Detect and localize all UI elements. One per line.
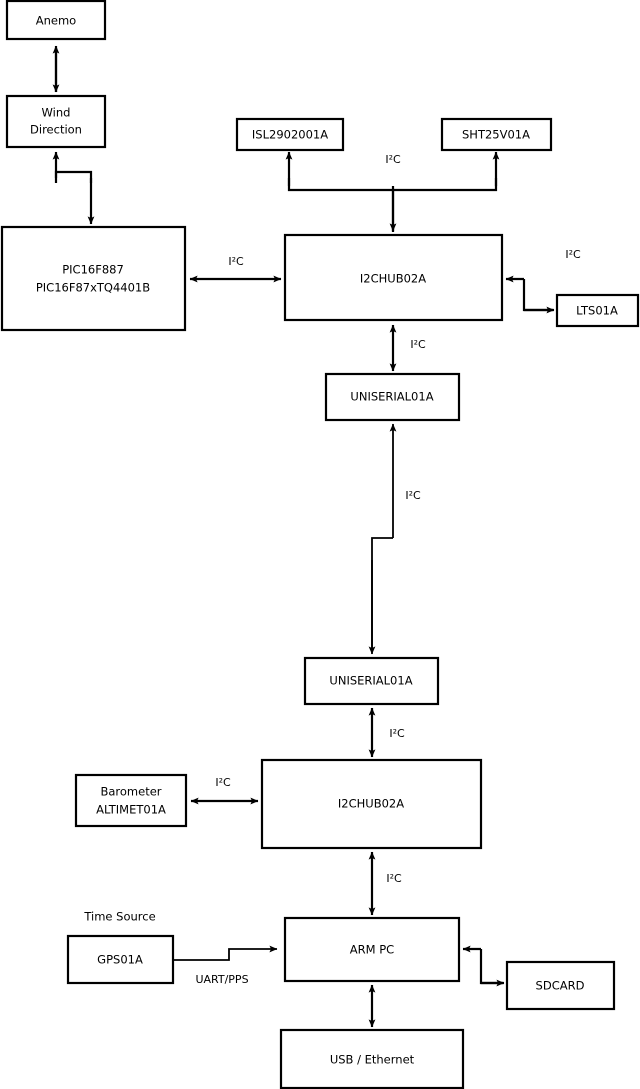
node-label-line2: ALTIMET01A bbox=[96, 803, 166, 817]
edge-label-uniserial-hub: I²C bbox=[389, 727, 405, 740]
node-label: UNISERIAL01A bbox=[329, 674, 412, 688]
node-sdcard[interactable]: SDCARD bbox=[505, 960, 616, 1011]
edge-elbow-path bbox=[479, 949, 503, 985]
edge-uniserial-uniserial bbox=[368, 423, 397, 655]
node-label: I2CHUB02A bbox=[360, 272, 426, 286]
node-uniserial01a-top[interactable]: UNISERIAL01A bbox=[324, 372, 461, 422]
edge-bus-left bbox=[287, 178, 395, 232]
edge-label-gps-armpc: UART/PPS bbox=[195, 973, 248, 986]
node-box[interactable] bbox=[283, 233, 504, 322]
edge-bus-right bbox=[393, 178, 498, 192]
edge-elbow-path bbox=[54, 170, 93, 183]
node-box[interactable] bbox=[303, 656, 440, 706]
node-label-line1: Wind bbox=[42, 106, 71, 120]
edge-label-hub-armpc: I²C bbox=[386, 872, 402, 885]
edge-label-hub-lts: I²C bbox=[565, 248, 581, 261]
node-gps01a[interactable]: GPS01A bbox=[66, 934, 175, 985]
node-lts01a[interactable]: LTS01A bbox=[555, 293, 640, 328]
node-i2chub02a-top[interactable]: I2CHUB02A bbox=[283, 233, 504, 322]
edge-elbow-path bbox=[173, 945, 278, 961]
node-barometer[interactable]: Barometer ALTIMET01A bbox=[74, 773, 188, 828]
edge-label-barometer-hub: I²C bbox=[215, 776, 231, 789]
edge-hubtop-sensors bbox=[285, 151, 500, 232]
node-box[interactable] bbox=[283, 916, 461, 983]
node-uniserial01a-bottom[interactable]: UNISERIAL01A bbox=[303, 656, 440, 706]
node-arm-pc[interactable]: ARM PC bbox=[283, 916, 461, 983]
edge-label-sensor-bus: I²C bbox=[385, 153, 401, 166]
node-box[interactable] bbox=[324, 372, 461, 422]
edge-label-uniserial-link: I²C bbox=[405, 489, 421, 502]
edge-elbow-path bbox=[371, 537, 393, 651]
node-sht25v01a[interactable]: SHT25V01A bbox=[440, 117, 553, 152]
edge-wind-pic bbox=[52, 151, 95, 225]
node-isl2902001a[interactable]: ISL2902001A bbox=[235, 117, 345, 152]
node-label: UNISERIAL01A bbox=[350, 390, 433, 404]
node-box[interactable] bbox=[5, 0, 107, 41]
node-box[interactable] bbox=[235, 117, 345, 152]
node-box[interactable] bbox=[440, 117, 553, 152]
node-label: GPS01A bbox=[97, 953, 143, 967]
node-label: LTS01A bbox=[576, 304, 618, 318]
edge-armpc-sdcard bbox=[462, 945, 505, 987]
edge-label-pic-hub: I²C bbox=[228, 255, 244, 268]
node-box[interactable] bbox=[74, 773, 188, 828]
node-label-line2: Direction bbox=[30, 123, 82, 137]
node-label: I2CHUB02A bbox=[338, 797, 404, 811]
node-label: ISL2902001A bbox=[252, 128, 328, 142]
node-box[interactable] bbox=[0, 225, 187, 332]
edge-elbow-path bbox=[522, 279, 553, 312]
node-label-line1: PIC16F887 bbox=[62, 263, 124, 277]
node-box[interactable] bbox=[555, 293, 640, 328]
node-anemo[interactable]: Anemo bbox=[5, 0, 107, 41]
edge-gps-armpc bbox=[173, 945, 278, 961]
node-label: ARM PC bbox=[350, 943, 394, 957]
edge-hubtop-lts bbox=[505, 275, 555, 314]
node-label: Anemo bbox=[36, 14, 76, 28]
edge-label-hub-uniserial: I²C bbox=[410, 338, 426, 351]
node-box[interactable] bbox=[260, 758, 483, 850]
node-pic-mcu[interactable]: PIC16F887 PIC16F87xTQ4401B bbox=[0, 225, 187, 332]
node-i2chub02a-bottom[interactable]: I2CHUB02A bbox=[260, 758, 483, 850]
node-wind-direction[interactable]: Wind Direction bbox=[5, 94, 107, 149]
label-time-source: Time Source bbox=[83, 910, 155, 924]
node-box[interactable] bbox=[505, 960, 616, 1011]
node-label-line1: Barometer bbox=[100, 785, 161, 799]
node-label-line2: PIC16F87xTQ4401B bbox=[36, 281, 150, 295]
node-label: SHT25V01A bbox=[462, 128, 530, 142]
node-box[interactable] bbox=[5, 94, 107, 149]
node-label: USB / Ethernet bbox=[330, 1053, 415, 1067]
node-box[interactable] bbox=[279, 1028, 465, 1089]
node-label: SDCARD bbox=[536, 979, 585, 993]
node-usb-ethernet[interactable]: USB / Ethernet bbox=[279, 1028, 465, 1089]
node-box[interactable] bbox=[66, 934, 175, 985]
